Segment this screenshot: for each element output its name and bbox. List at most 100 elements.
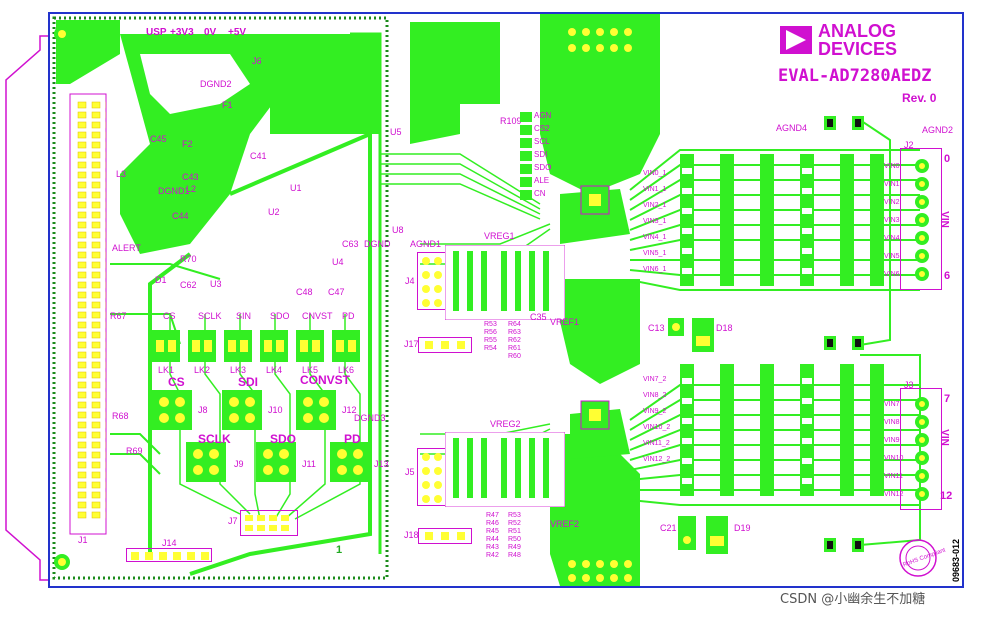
label-j1: J1 xyxy=(78,535,88,545)
label-u5: U5 xyxy=(390,127,402,137)
doc-id-container: 09683-012 xyxy=(951,539,966,620)
label-j7: J7 xyxy=(228,516,238,526)
connector-j14[interactable] xyxy=(126,548,212,562)
tag-sdi: SDI xyxy=(534,150,548,159)
label-j12: J12 xyxy=(342,405,357,415)
label-dgnd1: DGND1 xyxy=(158,186,190,196)
vin-labels-lower: VIN7_2 VIN8_2 VIN9_2 VIN10_2 VIN11_2 VIN… xyxy=(643,376,671,463)
label-c62: C62 xyxy=(180,280,197,290)
power-usp: USP xyxy=(146,27,167,38)
label-big-pd: PD xyxy=(344,432,361,446)
label-f2: F2 xyxy=(182,139,193,149)
pads-agnd-middle xyxy=(822,334,866,352)
label-lk3: LK3 xyxy=(230,365,247,375)
channel-filter-grid-upper xyxy=(680,150,890,290)
label-small-cnvst: CNVST xyxy=(302,311,333,321)
label-c44: C44 xyxy=(172,211,189,221)
label-d19: D19 xyxy=(734,523,751,533)
label-c41: C41 xyxy=(250,151,267,161)
channel-filter-grid-lower xyxy=(680,360,890,500)
label-d18: D18 xyxy=(716,323,733,333)
label-j2: J2 xyxy=(904,140,914,150)
label-j18: J18 xyxy=(404,530,419,540)
label-small-cs: CS xyxy=(163,311,176,321)
board-model: EVAL-AD7280AEDZ xyxy=(778,66,932,86)
vin-vertical-label-lower: VIN xyxy=(938,429,950,446)
label-r67: R67 xyxy=(110,311,127,321)
label-small-sdo: SDO xyxy=(270,311,290,321)
brand-line1: ANALOG xyxy=(818,21,896,41)
board-revision: Rev. 0 xyxy=(902,91,937,105)
connector-j7[interactable] xyxy=(240,510,298,536)
connector-j18[interactable] xyxy=(418,528,472,544)
label-c45: C45 xyxy=(150,134,167,144)
vin-labels-upper: VIN0_1 VIN1_1 VIN2_1 VIN3_1 VIN4_1 VIN5_… xyxy=(643,170,667,273)
label-c13: C13 xyxy=(648,323,665,333)
connector-j3-outline xyxy=(900,388,942,510)
label-j17: J17 xyxy=(404,339,419,349)
label-f1: F1 xyxy=(222,100,233,110)
label-big-sclk: SCLK xyxy=(198,432,231,446)
tag-cn: CN xyxy=(534,189,546,198)
label-vref1: VREF1 xyxy=(550,317,580,327)
label-small-pd: PD xyxy=(342,311,355,321)
label-c21: C21 xyxy=(660,523,677,533)
label-r68: R68 xyxy=(112,411,129,421)
label-big-convst: CONVST xyxy=(300,373,351,387)
tag-agn: AGN xyxy=(534,111,552,120)
label-j10: J10 xyxy=(268,405,283,415)
label-lk5: LK5 xyxy=(302,365,319,375)
pcb-outline xyxy=(48,12,964,588)
label-j8: J8 xyxy=(198,405,208,415)
diode-d18-area xyxy=(664,316,720,356)
pads-agnd-upper xyxy=(822,114,866,132)
label-d1: D1 xyxy=(155,275,167,285)
label-r109: R109 xyxy=(500,116,522,126)
test-points-block[interactable] xyxy=(150,380,380,490)
connector-j5[interactable] xyxy=(417,448,447,506)
label-r69: R69 xyxy=(126,446,143,456)
label-c43: C43 xyxy=(182,172,199,182)
label-lk2: LK2 xyxy=(194,365,211,375)
label-big-sdo: SDO xyxy=(270,432,297,446)
link-jumpers-row[interactable] xyxy=(152,330,367,366)
label-j13: J13 xyxy=(374,459,389,469)
resistor-refs-lower: R47 R46 R45 R44 R43 R42 xyxy=(486,512,499,559)
connector-j17[interactable] xyxy=(418,337,472,353)
label-j5: J5 xyxy=(405,467,415,477)
label-agnd4: AGND4 xyxy=(776,123,808,133)
tag-ale: ALE xyxy=(534,176,550,185)
label-dgnd2: DGND2 xyxy=(200,79,232,89)
label-vreg1: VREG1 xyxy=(484,231,515,241)
label-vref2: VREF2 xyxy=(550,519,580,529)
label-u1: U1 xyxy=(290,183,302,193)
label-j6: J6 xyxy=(252,56,262,66)
connector-j4[interactable] xyxy=(417,252,447,310)
label-j9: J9 xyxy=(234,459,244,469)
vin-conn-labels-upper: VIN0 VIN1 VIN2 VIN3 VIN4 VIN5 VIN6 xyxy=(884,163,900,278)
resistor-refs-lower-2: R53 R52 R51 R50 R49 R48 xyxy=(508,512,521,559)
j2-bottom-number: 6 xyxy=(944,270,951,282)
csdn-watermark: CSDN @小幽余生不加糖 xyxy=(780,592,926,607)
passive-array-lower xyxy=(444,431,566,508)
page-marker: 1 xyxy=(336,544,343,556)
label-c47: C47 xyxy=(328,287,345,297)
tag-cs2: CS2 xyxy=(534,124,550,133)
label-l3: L3 xyxy=(116,169,127,179)
analog-devices-logo-icon xyxy=(780,26,812,54)
label-c48: C48 xyxy=(296,287,313,297)
label-dgnd3: DGND3 xyxy=(354,413,386,423)
rohs-badge-icon xyxy=(898,538,938,578)
connector-j2-outline xyxy=(900,148,942,290)
label-j4: J4 xyxy=(405,276,415,286)
edge-connector-bracket xyxy=(5,35,48,581)
label-r70: R70 xyxy=(180,254,197,264)
label-small-sin: SIN xyxy=(236,311,252,321)
vin-conn-labels-lower: VIN7 VIN8 VIN9 VIN10 VIN11 VIN12 xyxy=(884,401,904,498)
connector-j2-pads xyxy=(912,158,932,288)
mid-tag-pads xyxy=(520,112,542,204)
label-j3: J3 xyxy=(904,380,914,390)
tag-sdo: SDO xyxy=(534,163,552,172)
label-u2: U2 xyxy=(268,207,280,217)
pads-agnd-lower xyxy=(822,536,866,554)
